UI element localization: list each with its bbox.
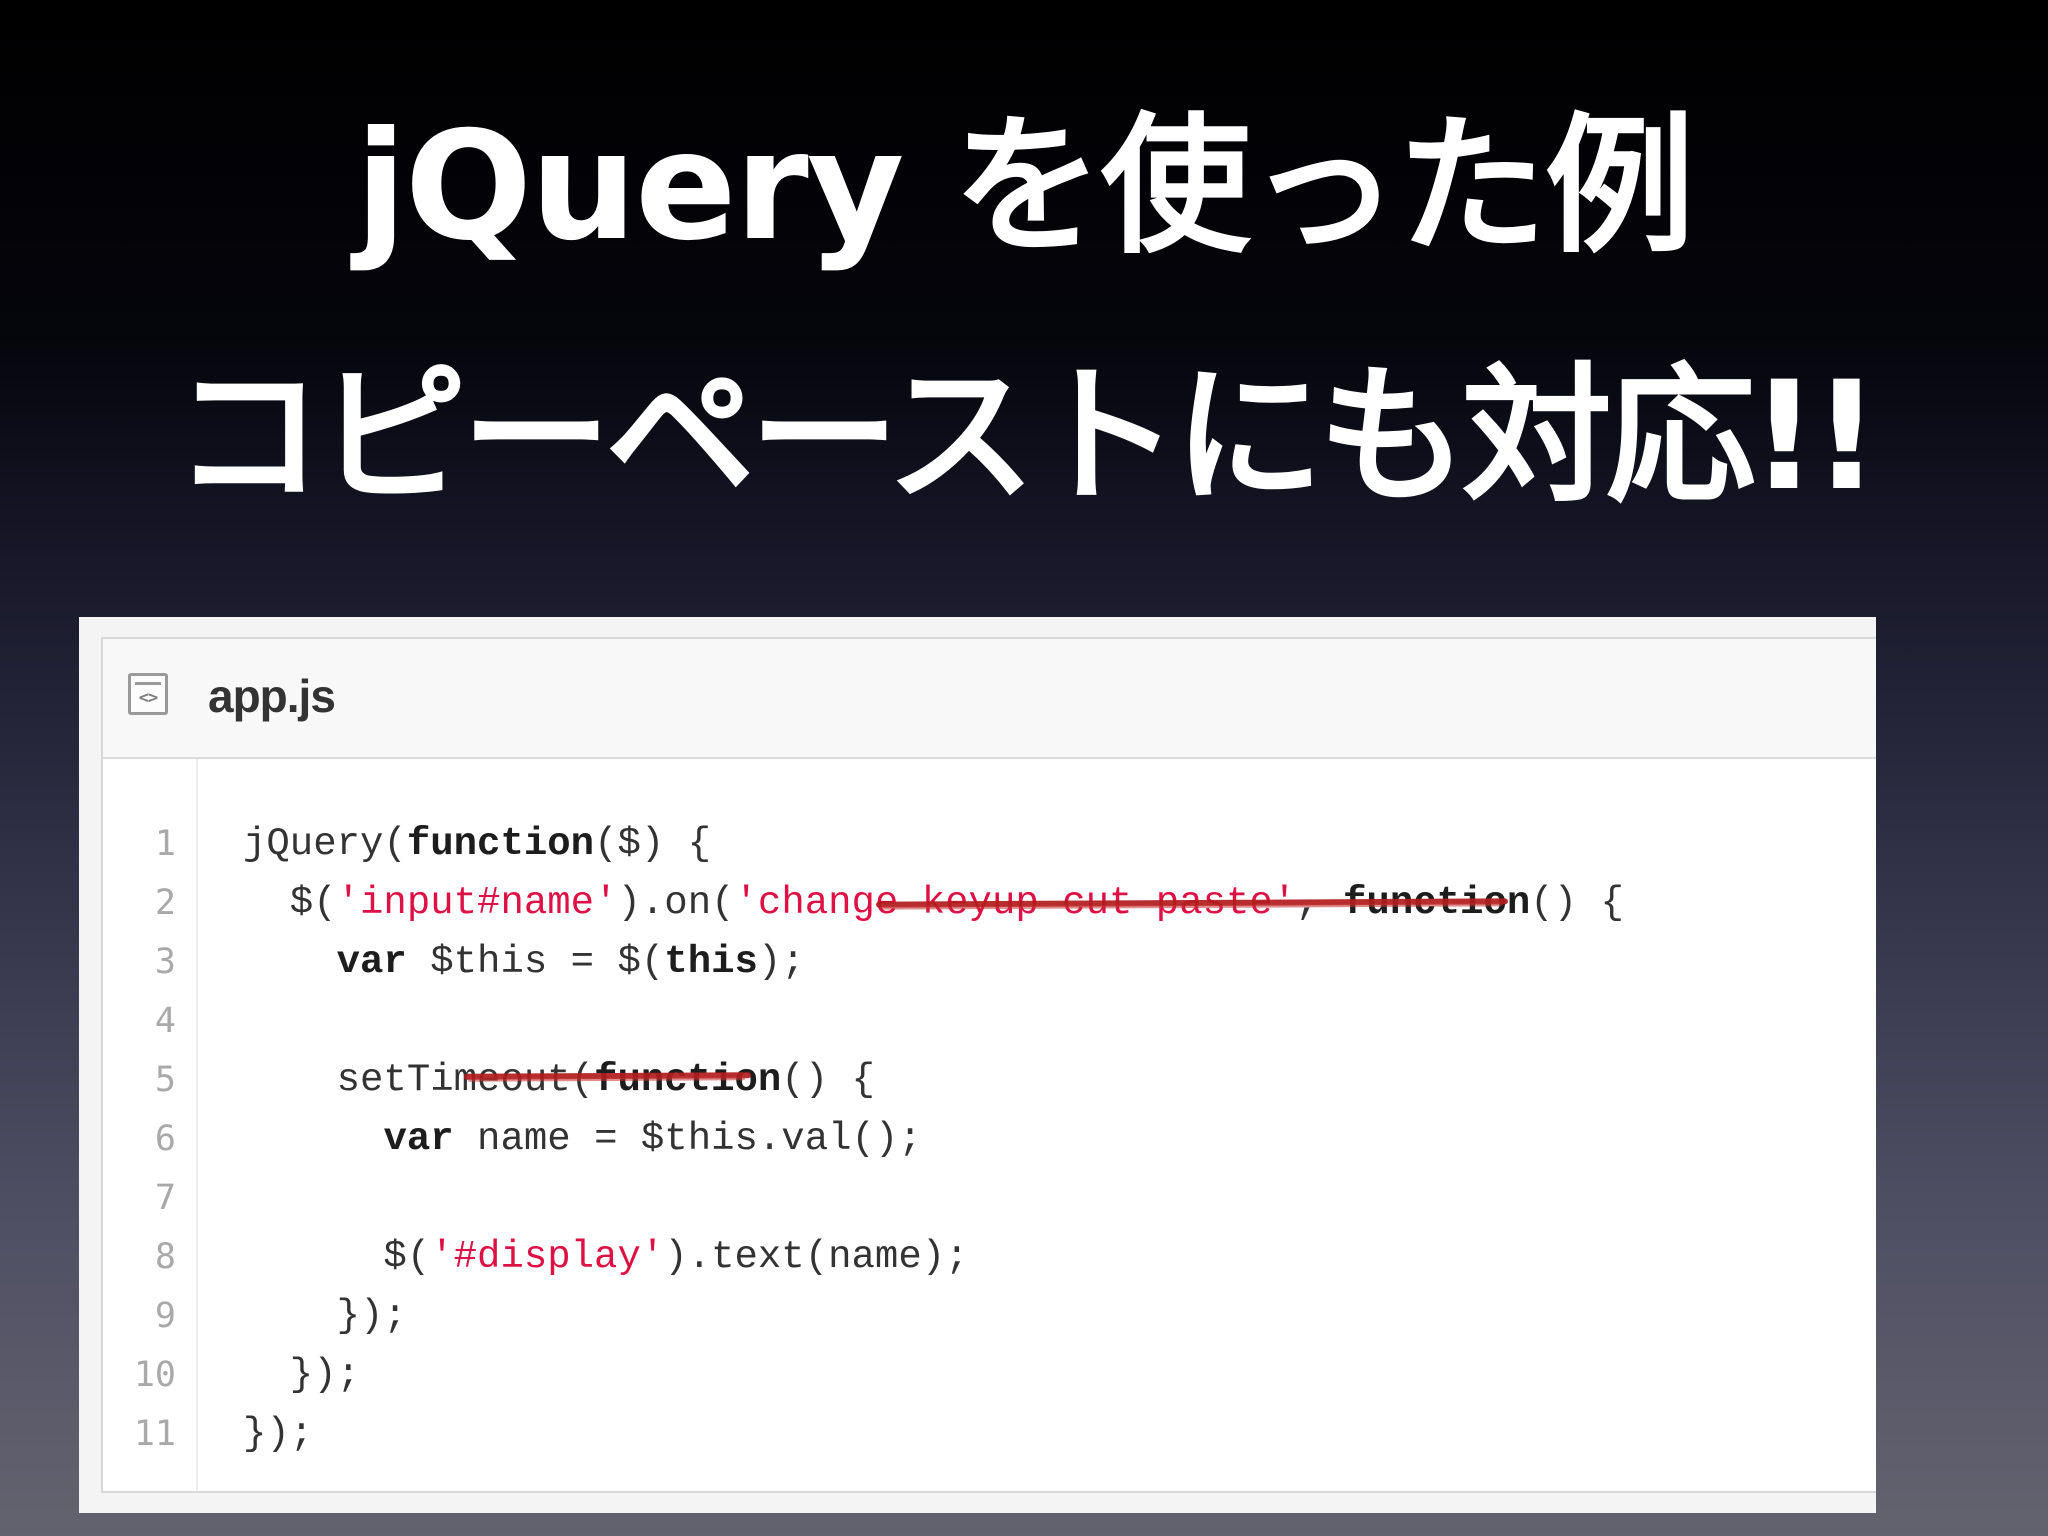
code-text: jQuery( — [243, 822, 407, 866]
code-text: }); — [243, 1294, 407, 1338]
code-line: var $this = $(this); — [243, 933, 805, 992]
code-text: $( — [243, 1235, 431, 1279]
file-header: <> app.js — [103, 639, 1876, 759]
code-keyword: var — [336, 940, 407, 984]
code-line: }); — [243, 1287, 407, 1346]
code-text — [243, 940, 337, 984]
code-text: $( — [243, 881, 337, 925]
code-line: var name = $this.val(); — [243, 1110, 922, 1169]
code-string: '#display' — [430, 1235, 665, 1279]
line-number: 6 — [154, 1119, 176, 1159]
code-text: name = $this.val(); — [453, 1117, 922, 1161]
code-keyword: var — [383, 1117, 454, 1161]
line-number: 1 — [154, 824, 176, 864]
code-keyword: this — [664, 940, 758, 984]
line-number: 11 — [133, 1414, 176, 1454]
slide-title: jQuery を使った例 — [355, 100, 1694, 274]
line-number: 7 — [154, 1178, 176, 1218]
file-name: app.js — [208, 670, 336, 722]
code-text: $this = $( — [406, 940, 665, 984]
code-text: () { — [781, 1058, 875, 1102]
line-number: 3 — [154, 942, 176, 982]
code-file-icon: <> — [128, 673, 168, 715]
code-text: }); — [243, 1412, 314, 1456]
code-text — [243, 1117, 383, 1161]
line-number: 5 — [154, 1060, 176, 1100]
slide-subtitle: コピーペーストにも対応!! — [173, 350, 1880, 524]
line-number: 9 — [154, 1296, 176, 1336]
code-line: }); — [243, 1346, 360, 1405]
line-number: 4 — [154, 1001, 176, 1041]
code-line: }); — [243, 1405, 313, 1464]
code-text: () { — [1530, 881, 1624, 925]
code-text: ).text(name); — [664, 1235, 969, 1279]
line-number: 8 — [154, 1237, 176, 1277]
code-text: ($) { — [594, 822, 712, 866]
code-text: }); — [243, 1353, 361, 1397]
line-number-gutter: 1 2 3 4 5 6 7 8 9 10 11 — [103, 759, 198, 1491]
code-line: $('#display').text(name); — [243, 1228, 969, 1287]
code-text: ); — [757, 940, 805, 984]
code-keyword: function — [406, 822, 595, 866]
code-string: 'input#name' — [336, 881, 618, 925]
line-number: 2 — [154, 883, 176, 923]
code-line: jQuery(function($) { — [243, 815, 711, 874]
line-number: 10 — [133, 1355, 176, 1395]
highlight-underline-settimeout — [463, 1072, 752, 1080]
code-brackets-icon: <> — [138, 688, 158, 708]
code-text: ).on( — [617, 881, 735, 925]
